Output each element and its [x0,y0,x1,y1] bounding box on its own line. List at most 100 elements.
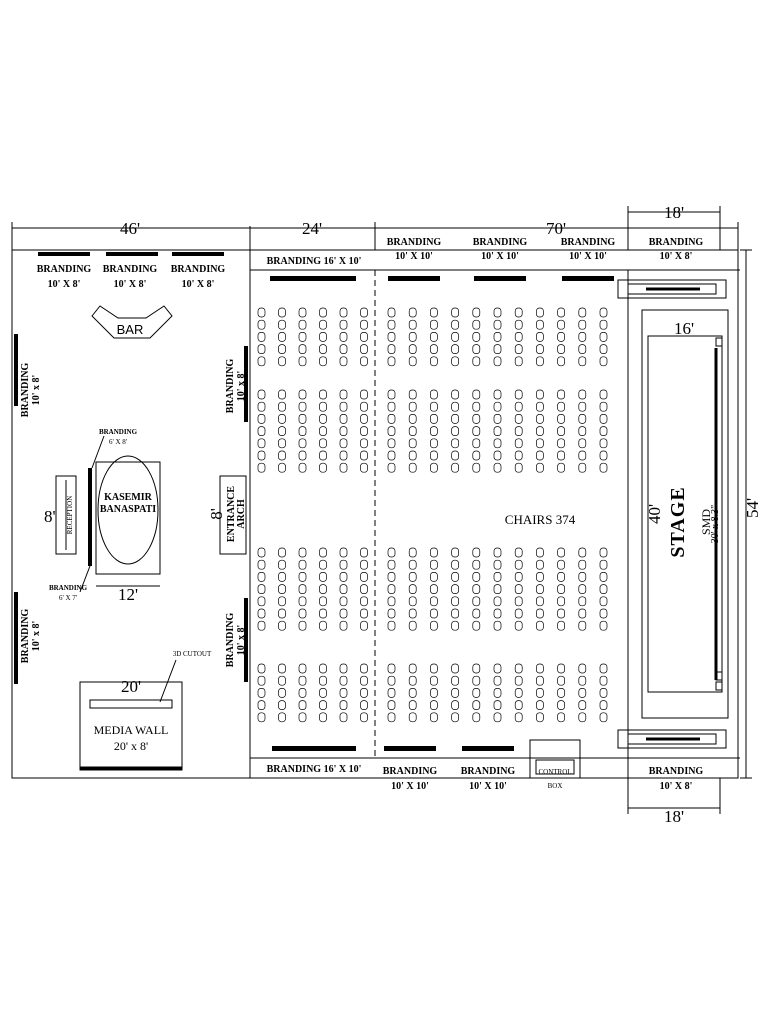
branding-size: 10' X 8' [182,279,215,290]
chair [298,344,307,354]
chair [339,356,348,367]
chair [408,438,417,449]
chair [493,572,502,582]
chair [472,389,481,400]
chair [599,547,608,558]
chair [278,547,286,558]
chair [319,450,327,461]
chair [451,332,459,342]
chair [298,356,307,367]
chair [493,663,502,674]
chair [278,332,286,342]
chair [472,584,481,594]
chair [578,344,587,354]
chair [536,450,544,461]
chair [278,389,286,400]
chair [472,462,481,473]
chair [514,663,523,674]
chair [339,401,348,412]
box-label: BOX [548,782,563,790]
chair [557,596,565,607]
chair [430,688,438,698]
chair [257,356,266,367]
chair [430,547,438,558]
chair [257,462,266,473]
chair [339,663,348,674]
chair [514,450,523,461]
chair [319,319,327,330]
chair [360,700,368,710]
chair [451,584,459,594]
chair [339,414,348,424]
chair [408,401,417,412]
chair [360,596,368,607]
chair [451,559,459,570]
chair [472,712,481,723]
branding-label: BRANDING [225,359,236,414]
chair [557,675,565,686]
chair [514,675,523,686]
banaspati-label: BANASPATI [100,504,156,515]
chair [298,608,307,619]
chair [257,344,266,354]
chair [430,559,438,570]
chair [430,596,438,607]
chair [472,675,481,686]
chair [387,450,396,461]
chair [339,584,348,594]
chair [257,307,266,318]
chair [599,450,608,461]
chair [360,663,368,674]
chair [451,414,459,424]
chair [536,438,544,449]
lobby-left-branding: BRANDING 10' x 8' BRANDING 10' x 8' [14,334,42,684]
chair [578,462,587,473]
chair [557,319,565,330]
chair [278,596,286,607]
chair [319,401,327,412]
chair [514,344,523,354]
dimension-54ft: 54' [743,498,762,518]
chair [257,389,266,400]
branding-label: BRANDING [461,766,516,777]
chair [557,356,565,367]
chair [599,344,608,354]
chair [319,688,327,698]
chair [408,620,417,631]
chair [451,688,459,698]
chair [387,596,396,607]
chair [408,712,417,723]
branding-label: BRANDING [37,264,92,275]
stage-width-dimension-top: 18' [627,203,721,250]
chair [451,675,459,686]
chair [451,700,459,710]
branding-size: 10' X 8' [48,279,81,290]
chair [514,596,523,607]
chair [319,663,327,674]
media-wall-size: 20' x 8' [114,739,148,753]
chair [514,584,523,594]
chair [451,620,459,631]
chair [451,608,459,619]
chair [278,608,286,619]
chair [360,608,368,619]
chair [257,675,266,686]
dimension-18ft-top: 18' [664,203,684,222]
arch-label: ARCH [236,499,247,529]
chair [557,307,565,318]
chair [493,332,502,342]
stage-width-dimension-bottom: 18' [627,778,721,826]
chair [557,344,565,354]
chair [319,559,327,570]
chair [360,344,368,354]
chair [319,712,327,723]
chair [472,547,481,558]
chair [578,426,587,436]
chair [578,332,587,342]
media-wall-label: MEDIA WALL [94,723,169,737]
chair [599,389,608,400]
chair [430,663,438,674]
chair [557,547,565,558]
bar-label: BAR [117,322,144,337]
chair [493,344,502,354]
